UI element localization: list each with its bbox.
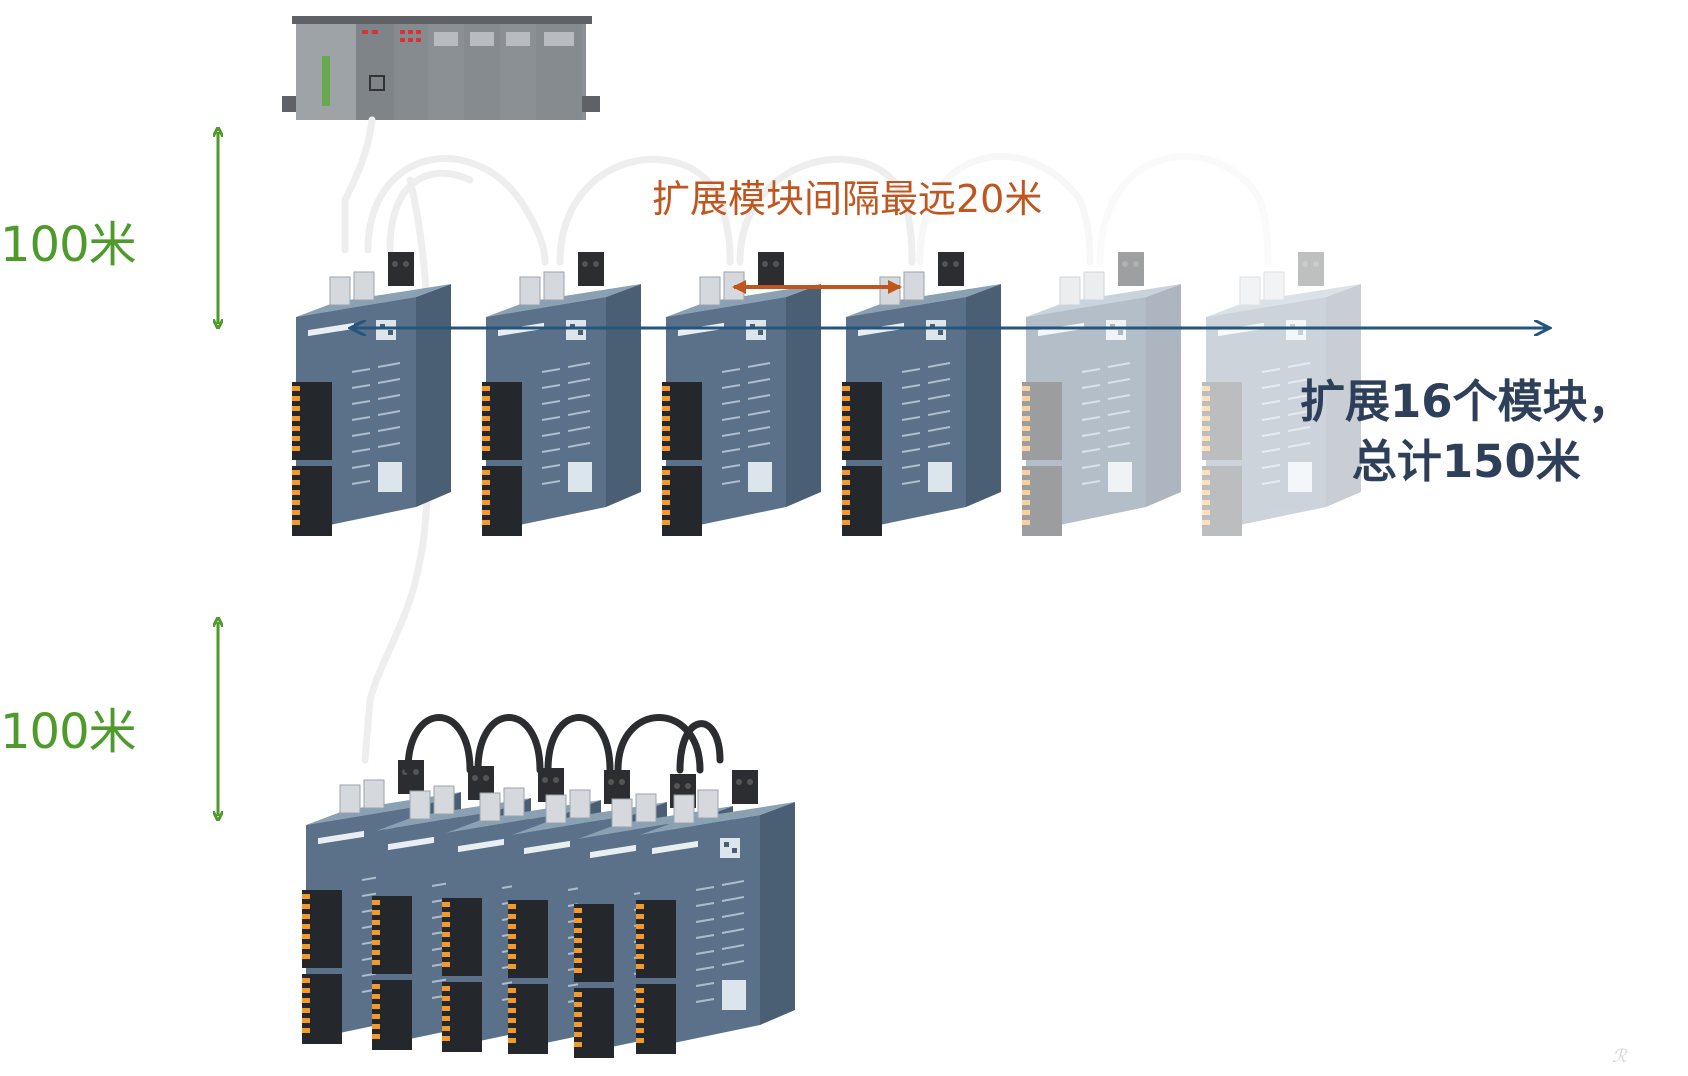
- distance-label-bottom: 100米: [0, 704, 137, 760]
- extension-label-line1: 扩展16个模块，: [1300, 375, 1633, 428]
- io-module-icon: [1021, 251, 1182, 537]
- max-gap-label: 扩展模块间隔最远20米: [652, 177, 1043, 221]
- watermark-icon: ℛ: [1612, 1046, 1627, 1067]
- distance-label-top: 100米: [0, 217, 137, 273]
- module-group: [301, 714, 796, 1059]
- io-module-icon: [661, 251, 822, 537]
- plc-controller-icon: [282, 16, 600, 120]
- io-module-icon: [841, 251, 1002, 537]
- extension-label: 扩展16个模块， 总计150米: [1300, 372, 1633, 492]
- extension-label-line2: 总计150米: [1351, 435, 1581, 488]
- module-row: [291, 251, 1362, 537]
- io-module-icon: [291, 251, 452, 537]
- io-module-icon: [481, 251, 642, 537]
